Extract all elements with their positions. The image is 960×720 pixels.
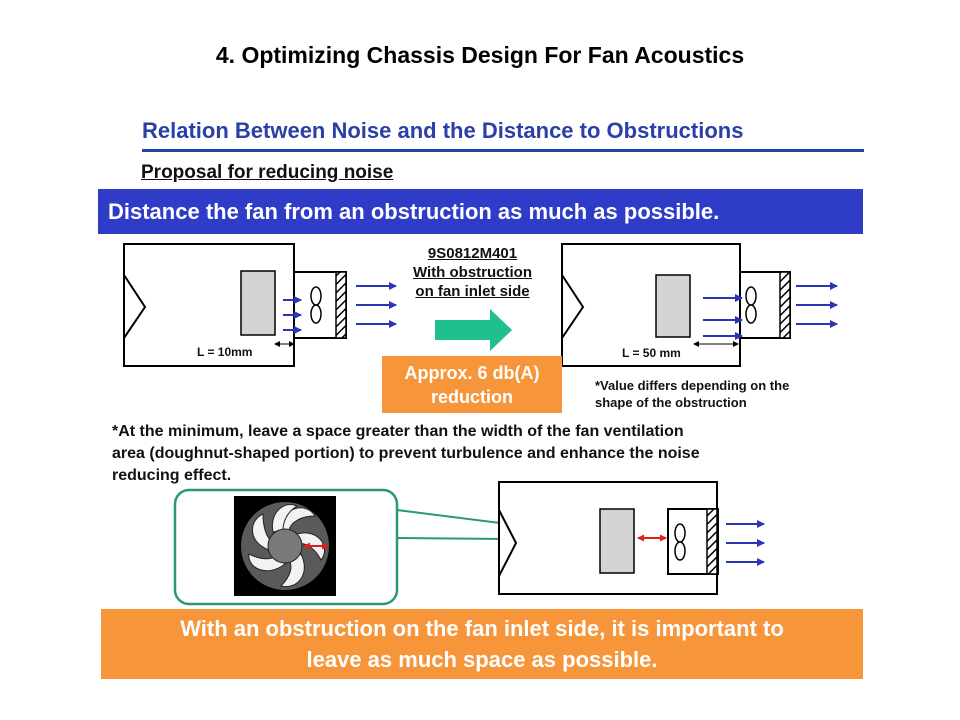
obstruction-block (599, 508, 635, 574)
conclusion-banner: With an obstruction on the fan inlet sid… (101, 609, 863, 679)
section-subtitle: Relation Between Noise and the Distance … (142, 118, 864, 152)
minimum-note-line2: area (doughnut-shaped portion) to preven… (112, 445, 700, 462)
fan-icon (745, 286, 757, 324)
fan-icon (674, 523, 686, 561)
minimum-note-line1: *At the minimum, leave a space greater t… (112, 423, 684, 440)
minimum-space-note: *At the minimum, leave a space greater t… (112, 421, 857, 487)
fan-icon (310, 286, 322, 324)
distance-label-right: L = 50 mm (622, 346, 681, 360)
reduction-value: Approx. 6 db(A) (404, 362, 540, 383)
inlet-vent-icon (561, 271, 585, 342)
chassis-right (561, 243, 838, 367)
model-condition-line2: on fan inlet side (415, 283, 530, 300)
chassis-left (123, 243, 397, 367)
model-condition-line1: With obstruction (412, 264, 532, 281)
reduction-badge: Approx. 6 db(A) reduction (382, 356, 562, 413)
fan-grille (779, 271, 791, 339)
inlet-vent-icon (123, 271, 147, 342)
model-number: 9S0812M401 (427, 245, 518, 262)
value-note-line2: shape of the obstruction (595, 395, 747, 410)
model-label: 9S0812M401 With obstruction on fan inlet… (395, 244, 550, 301)
conclusion-line1: With an obstruction on the fan inlet sid… (180, 616, 784, 641)
reduction-label: reduction (430, 386, 513, 407)
proposal-label: Proposal for reducing noise (141, 162, 394, 183)
slide-title: 4. Optimizing Chassis Design For Fan Aco… (215, 42, 745, 68)
comparison-arrow (435, 309, 512, 351)
value-note-line1: *Value differs depending on the (595, 378, 790, 393)
fan-grille (706, 508, 718, 575)
fan-grille (335, 271, 347, 339)
bottom-callout (173, 481, 765, 606)
proposal-banner: Distance the fan from an obstruction as … (98, 189, 863, 234)
value-note: *Value differs depending on the shape of… (595, 377, 789, 411)
minimum-note-line3: reducing effect. (112, 467, 232, 484)
inlet-vent-icon (498, 509, 518, 577)
obstruction-block (240, 270, 276, 336)
fan-photo-icon (241, 502, 329, 590)
obstruction-block (655, 274, 691, 338)
distance-label-left: L = 10mm (197, 345, 253, 359)
conclusion-line2: leave as much space as possible. (306, 647, 658, 672)
